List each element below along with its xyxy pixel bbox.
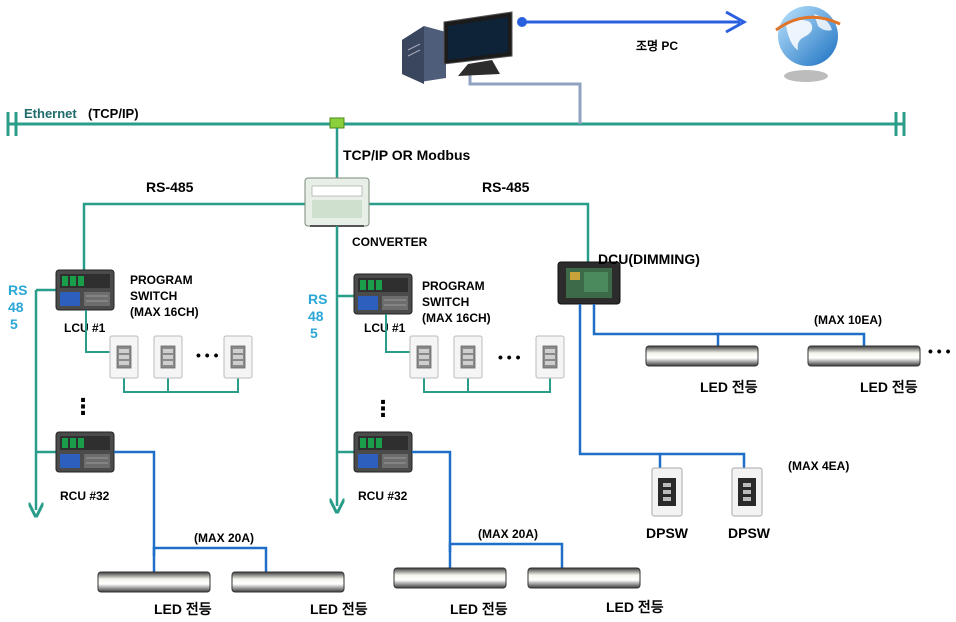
left-lcu-label: LCU #1 xyxy=(64,321,106,335)
left-switch-2 xyxy=(153,335,183,379)
middle-rs485-vertical-1: RS xyxy=(308,291,327,307)
left-led-lamp-1 xyxy=(97,571,211,593)
rs485-left-label: RS-485 xyxy=(146,179,194,195)
left-switch-3 xyxy=(223,335,253,379)
right-led-label-2: LED 전등 xyxy=(860,379,918,395)
left-max-current: (MAX 20A) xyxy=(194,531,254,545)
rs485-right-label: RS-485 xyxy=(482,179,530,195)
tcpip-label: (TCP/IP) xyxy=(88,106,139,121)
left-lcu-module xyxy=(55,269,115,311)
rs485-trunk xyxy=(82,202,590,270)
left-led-lamp-2 xyxy=(231,571,345,593)
pc-link xyxy=(468,72,582,124)
left-program-label-2: SWITCH xyxy=(130,289,177,303)
globe-icon xyxy=(775,6,841,82)
left-vertical-dots: ⋮ xyxy=(72,394,94,419)
left-rcu-module xyxy=(55,431,115,473)
left-led-label-2: LED 전등 xyxy=(310,601,368,617)
dcu-label: DCU(DIMMING) xyxy=(598,251,700,267)
middle-program-label-2: SWITCH xyxy=(422,295,469,309)
internet-arrow xyxy=(517,10,748,34)
converter-label: CONVERTER xyxy=(352,235,428,249)
left-program-label-3: (MAX 16CH) xyxy=(130,305,199,319)
dimming-lamp-feed xyxy=(592,304,720,346)
ethernet-label: Ethernet xyxy=(24,106,77,121)
right-led-label-1: LED 전등 xyxy=(700,379,758,395)
right-led-lamp-2 xyxy=(807,345,921,367)
left-program-label-1: PROGRAM xyxy=(130,273,193,287)
left-switch-1 xyxy=(109,335,139,379)
right-led-lamp-1 xyxy=(645,345,759,367)
converter-device xyxy=(304,177,370,227)
left-led-label-1: LED 전등 xyxy=(154,601,212,617)
dcu-device xyxy=(557,261,621,305)
bus-tap xyxy=(329,117,345,129)
right-lamp-dots: • • • xyxy=(928,343,951,359)
middle-switch-1 xyxy=(409,335,439,379)
middle-led-feed xyxy=(412,450,452,572)
ethernet-bus xyxy=(6,112,906,136)
dpsw-label-1: DPSW xyxy=(646,525,689,541)
middle-lcu-module xyxy=(353,273,413,315)
left-rs485-vertical-3: 5 xyxy=(10,316,18,332)
middle-switch-dots: • • • xyxy=(498,349,521,365)
pc-icon xyxy=(402,11,513,84)
tcpip-modbus-label: TCP/IP OR Modbus xyxy=(343,147,471,163)
right-max-switches: (MAX 4EA) xyxy=(788,459,849,473)
middle-led-label-1: LED 전등 xyxy=(450,601,508,617)
middle-rcu-module xyxy=(353,431,413,473)
dpsw-switch-2 xyxy=(731,467,763,517)
middle-switch-3 xyxy=(535,335,565,379)
left-rs485-vertical-2: 48 xyxy=(8,299,24,315)
dpsw-feed xyxy=(578,304,662,468)
middle-led-lamp-1 xyxy=(393,567,507,589)
left-rcu-label: RCU #32 xyxy=(60,489,110,503)
pc-label: 조명 PC xyxy=(636,39,678,53)
middle-max-current: (MAX 20A) xyxy=(478,527,538,541)
dpsw-label-2: DPSW xyxy=(728,525,771,541)
middle-program-label-3: (MAX 16CH) xyxy=(422,311,491,325)
middle-rs485-vertical-3: 5 xyxy=(310,325,318,341)
middle-program-label-1: PROGRAM xyxy=(422,279,485,293)
middle-lcu-label: LCU #1 xyxy=(364,321,406,335)
right-max-lamps: (MAX 10EA) xyxy=(814,313,882,327)
left-switch-dots: • • • xyxy=(196,347,219,363)
middle-led-lamp-2 xyxy=(527,567,641,589)
middle-vertical-dots: ⋮ xyxy=(372,396,394,421)
dpsw-switch-1 xyxy=(651,467,683,517)
middle-switch-2 xyxy=(453,335,483,379)
left-rs485-vertical-1: RS xyxy=(8,282,27,298)
middle-rcu-label: RCU #32 xyxy=(358,489,408,503)
middle-rs485-vertical-2: 48 xyxy=(308,308,324,324)
middle-led-label-2: LED 전등 xyxy=(606,599,664,615)
left-led-feed xyxy=(114,450,156,576)
